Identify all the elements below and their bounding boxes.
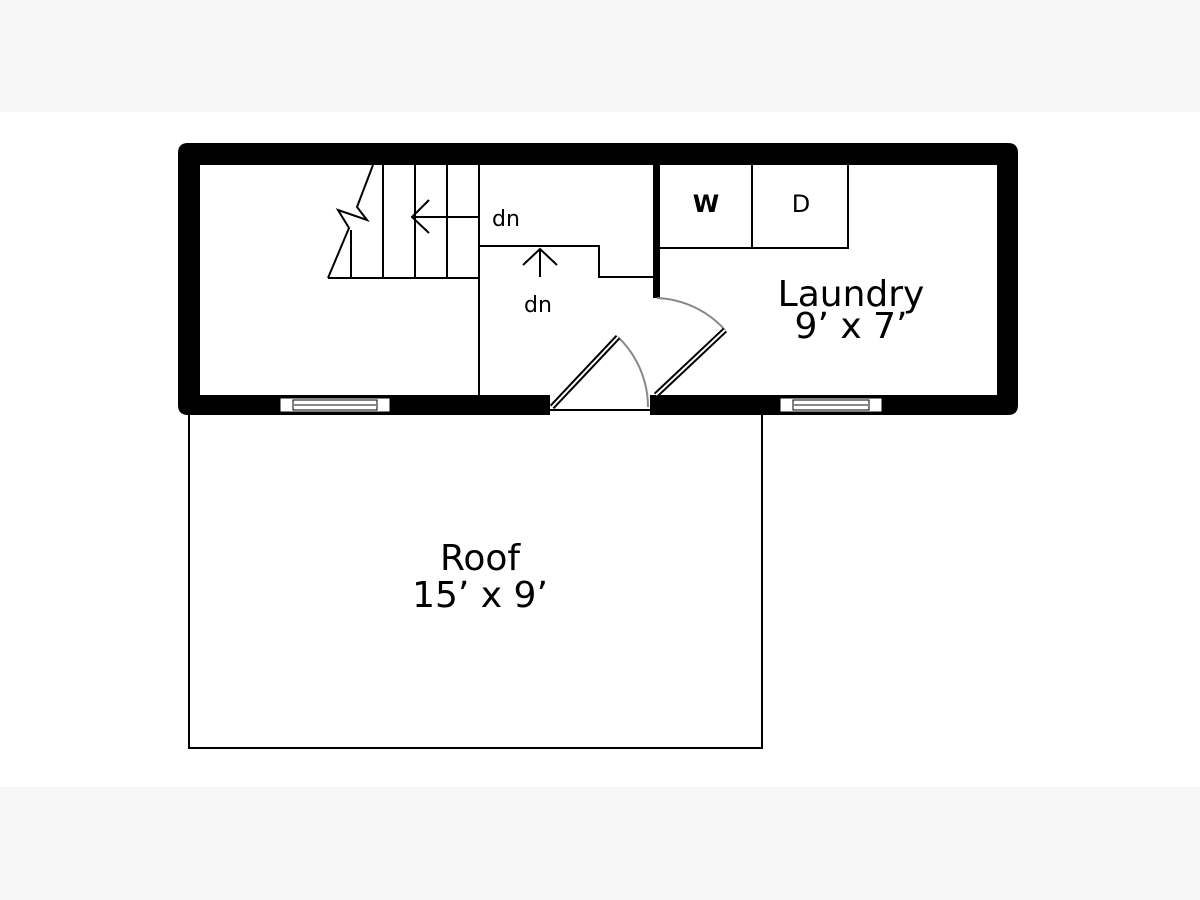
entry-door[interactable] (549, 334, 649, 410)
laundry-dimensions: 9’ x 7’ (795, 306, 908, 347)
laundry-name: Laundry (778, 274, 925, 315)
laundry-wall (653, 165, 660, 298)
stairs-label-upper: dn (492, 207, 520, 232)
dryer-label: D (792, 190, 810, 218)
arrow-left-icon (410, 199, 479, 234)
stairs-label-lower: dn (524, 293, 552, 318)
window-left (279, 397, 391, 413)
window-right (779, 397, 883, 413)
arrow-up-icon (522, 247, 558, 277)
washer-label: W (693, 190, 719, 218)
staircase (327, 164, 479, 279)
roof-dimensions: 15’ x 9’ (412, 575, 548, 616)
laundry-door[interactable] (653, 297, 728, 398)
interior-partitions (478, 165, 654, 395)
roof-name: Roof (440, 538, 521, 579)
appliances (660, 165, 849, 249)
